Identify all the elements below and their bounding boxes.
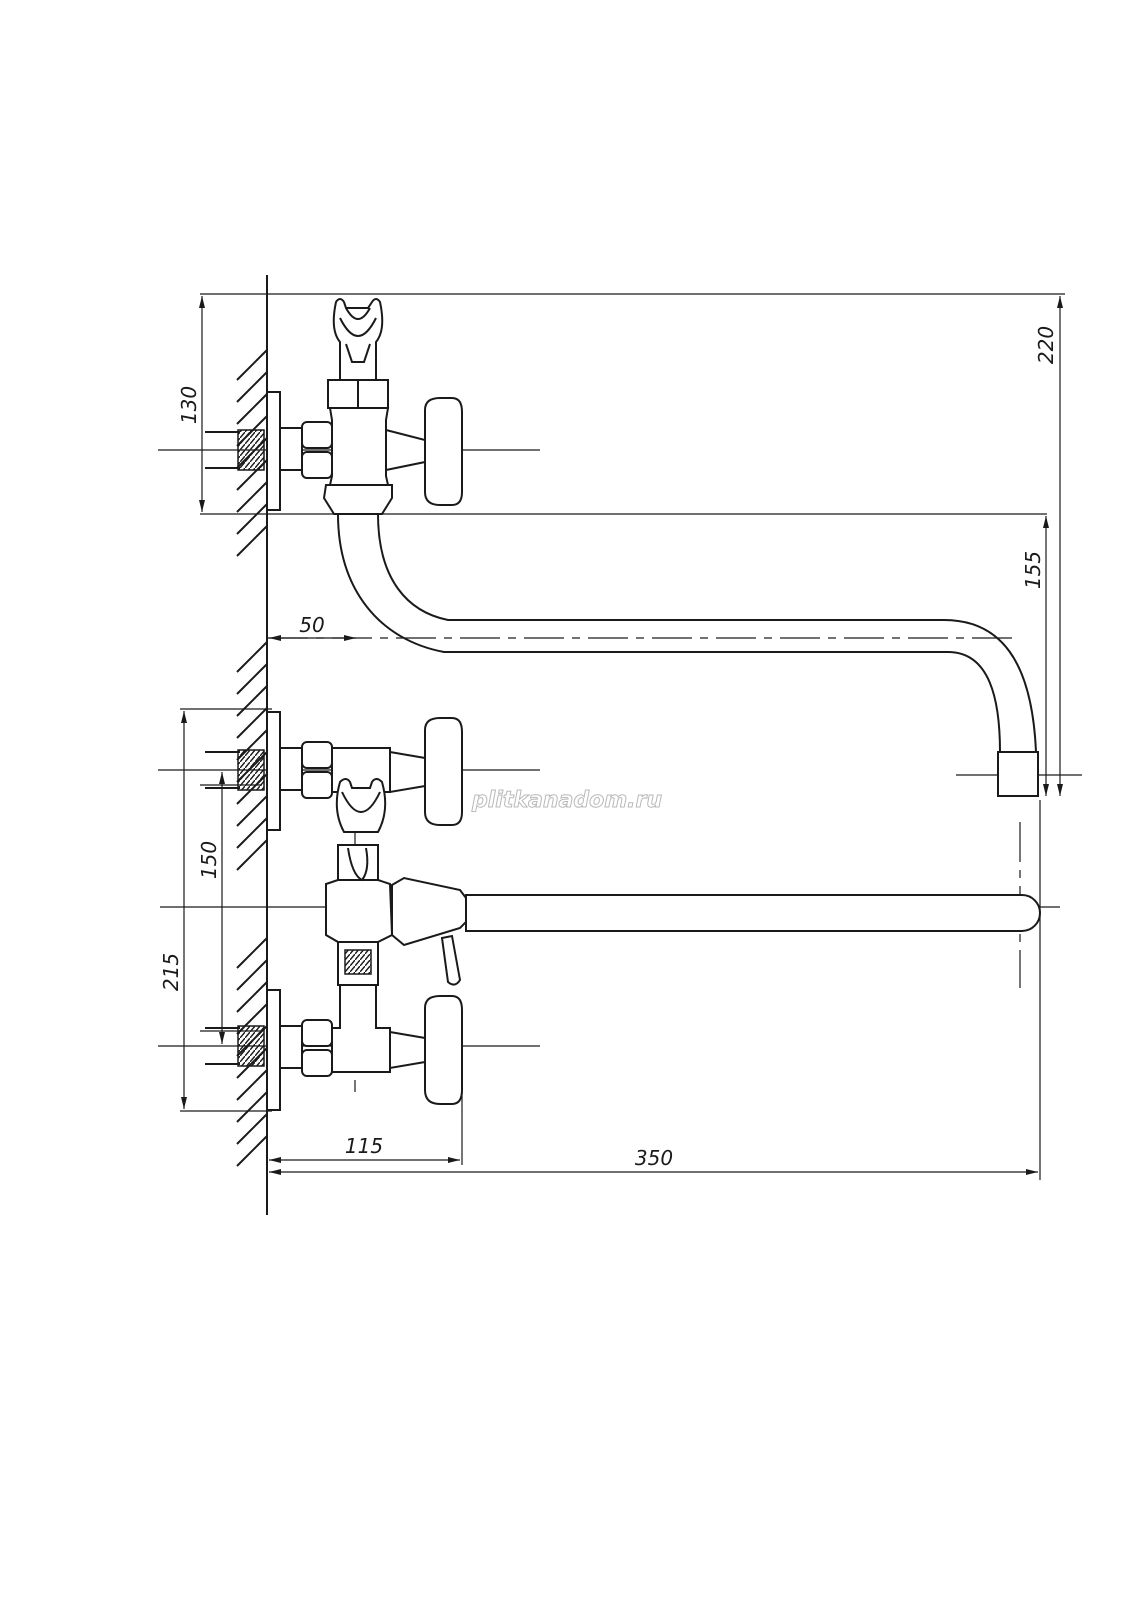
- watermark: plitkanadom.ru: [471, 788, 662, 813]
- shower-holder-top: [332, 298, 384, 381]
- thread-middle: [237, 749, 265, 791]
- dimension-215: 215: [159, 711, 187, 1109]
- shower-holder-middle: [335, 778, 387, 833]
- dim-label-50: 50: [299, 613, 324, 637]
- flange-bottom: [266, 989, 281, 1111]
- cross-handle-middle: [424, 717, 463, 826]
- long-spout: [465, 894, 1041, 932]
- dimension-115: 115: [269, 1134, 460, 1163]
- dim-label-130: 130: [177, 386, 201, 424]
- dimension-155: 155: [1021, 516, 1049, 796]
- dimension-220: 220: [1034, 296, 1063, 796]
- dimension-150: 150: [197, 772, 225, 1044]
- thread-diverter: [344, 949, 372, 975]
- dimension-50: 50: [269, 613, 356, 641]
- diverter-lever: [440, 934, 462, 986]
- thread-bottom: [237, 1025, 265, 1067]
- dim-label-150: 150: [197, 841, 221, 879]
- dim-label-350: 350: [635, 1146, 673, 1170]
- middle-valve-assembly: [205, 711, 463, 833]
- thread-top: [237, 429, 265, 471]
- lower-valve-assembly: [205, 984, 463, 1111]
- upper-spout: [337, 513, 1039, 797]
- shower-valve-assembly: [205, 298, 463, 515]
- wall: [236, 275, 268, 1215]
- dimension-350: 350: [269, 1146, 1038, 1175]
- flange-top: [266, 391, 281, 511]
- dim-label-220: 220: [1034, 326, 1058, 364]
- aerator: [997, 751, 1039, 797]
- dim-label-115: 115: [345, 1134, 383, 1158]
- diverter-assembly: [325, 844, 1041, 986]
- cross-handle-bottom: [424, 995, 463, 1105]
- dim-label-155: 155: [1021, 551, 1045, 589]
- cross-handle-top: [424, 397, 463, 506]
- dim-label-215: 215: [159, 953, 183, 991]
- flange-middle: [266, 711, 281, 831]
- diverter-knob: [391, 876, 467, 947]
- dimension-130: 130: [177, 296, 205, 512]
